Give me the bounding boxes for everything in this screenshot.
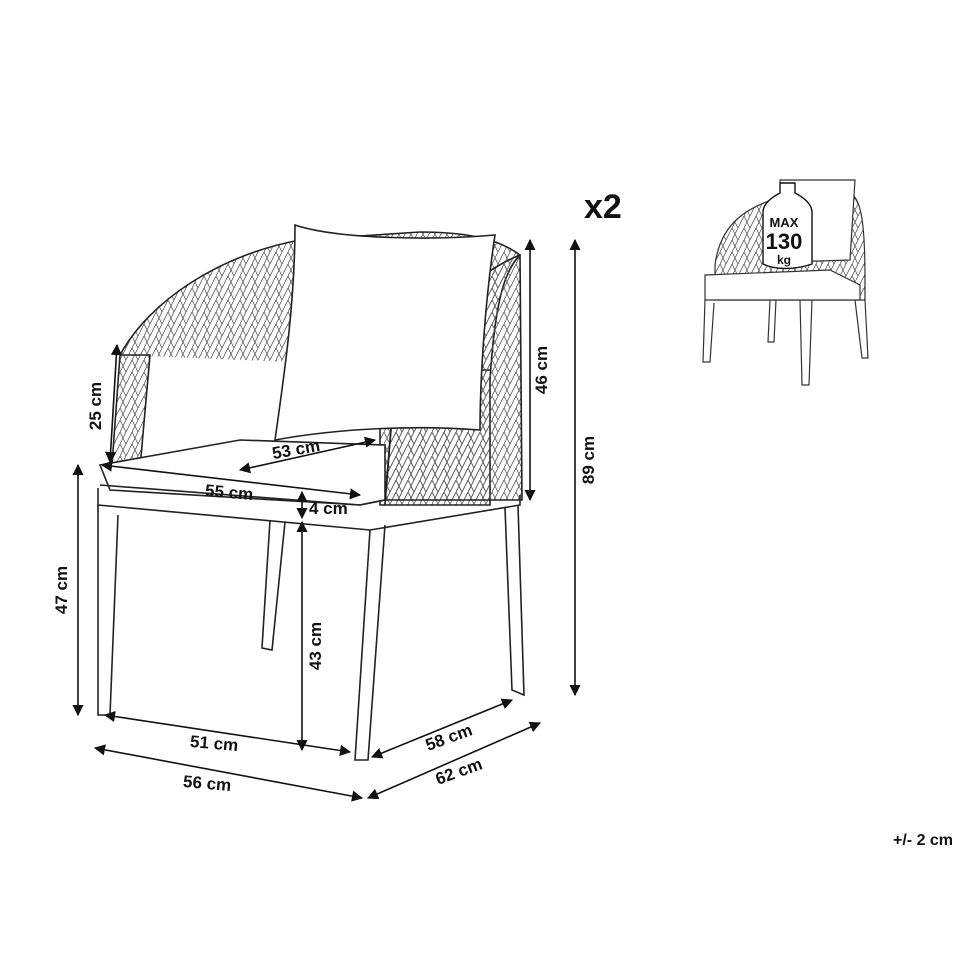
seat-height-label: 43 cm: [306, 621, 326, 671]
seat-width-label: 55 cm: [204, 480, 254, 505]
tolerance-note: +/- 2 cm: [893, 832, 954, 849]
max-load-unit: kg: [776, 253, 791, 267]
max-load-value: 130: [765, 229, 803, 254]
inner-width-label: 51 cm: [189, 731, 239, 756]
armrest-floor-height-label: 47 cm: [52, 565, 72, 615]
dimension-lines: [72, 238, 581, 802]
weight-bottle-icon: [762, 182, 813, 270]
backrest-height-label: 46 cm: [532, 345, 552, 395]
cushion-thickness-label: 4 cm: [309, 499, 348, 518]
armrest-height-label: 25 cm: [86, 381, 106, 431]
total-width-label: 56 cm: [182, 771, 232, 796]
total-height-label: 89 cm: [579, 435, 599, 485]
main-chair: [97, 223, 525, 761]
max-load-chair-icon: [702, 179, 869, 386]
quantity-label: x2: [584, 188, 622, 226]
max-label: MAX: [769, 215, 799, 230]
